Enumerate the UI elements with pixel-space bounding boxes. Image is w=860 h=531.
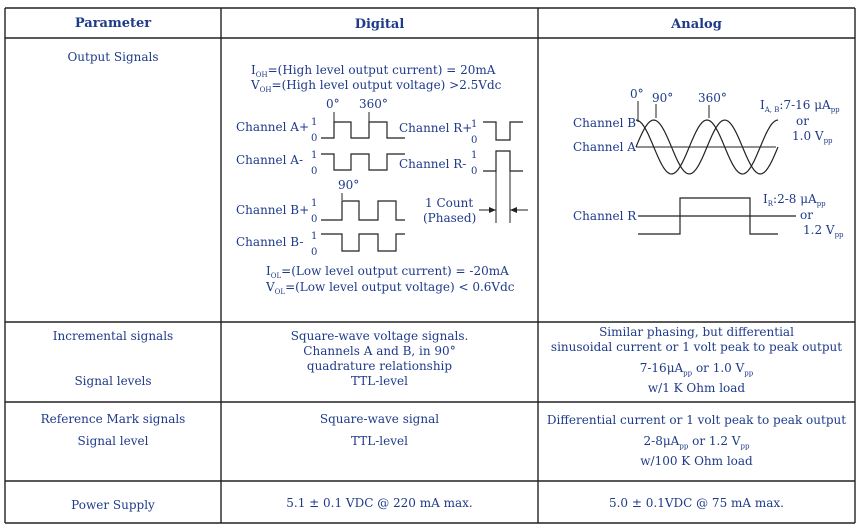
level-1: 1: [311, 117, 317, 128]
channel-a-plus-wave: [321, 121, 405, 139]
level-0: 0: [311, 247, 317, 258]
channel-r-minus-wave: [483, 150, 523, 172]
channel-a-minus-label: Channel A-: [236, 153, 303, 167]
level-1: 1: [311, 198, 317, 209]
param-signal-levels: Signal levels: [74, 374, 152, 388]
or-label-1: or: [796, 114, 809, 128]
channel-r-pulse-high: [638, 197, 796, 217]
header-parameter: Parameter: [74, 16, 152, 31]
param-incremental-signals: Incremental signals: [52, 329, 174, 343]
incremental-digital: Square-wave voltage signals. Channels A …: [221, 329, 538, 389]
incremental-analog-line: sinusoidal current or 1 volt peak to pea…: [550, 340, 843, 354]
level-0: 0: [311, 133, 317, 144]
ir-label: IR:2-8 μApp: [763, 192, 826, 208]
or-label-2: or: [800, 208, 813, 222]
arrow-head-right: [510, 207, 517, 213]
ioh-label: IOH=(High level output current) = 20mA: [251, 63, 496, 79]
arrow-head-left: [489, 207, 496, 213]
channel-a-minus-wave: [321, 153, 405, 171]
channel-b-minus-label: Channel B-: [236, 235, 303, 249]
incremental-analog-level: 7-16μApp or 1.0 Vpp: [639, 361, 754, 378]
reference-digital: Square-wave signal: [319, 412, 440, 426]
channel-r-pulse-low: [638, 215, 778, 235]
v2-label: 1.2 Vpp: [803, 223, 844, 239]
incremental-digital-line: Square-wave voltage signals.: [290, 329, 469, 343]
reference-digital-level: TTL-level: [351, 434, 408, 448]
analog-channel-b-label: Channel B: [573, 116, 636, 130]
channel-b-plus-wave: [321, 200, 405, 221]
level-1: 1: [311, 231, 317, 242]
analog-deg-360-label: 360°: [698, 91, 727, 105]
vol-label: VOL=(Low level output voltage) < 0.6Vdc: [265, 280, 515, 296]
param-reference-mark: Reference Mark signals: [40, 412, 186, 426]
header-digital: Digital: [354, 17, 405, 32]
reference-analog-level: 2-8μApp or 1.2 Vpp: [643, 434, 750, 451]
one-count-label: 1 Count: [425, 196, 473, 210]
incremental-analog: Similar phasing, but differential sinuso…: [538, 325, 855, 396]
analog-channel-a-label: Channel A: [573, 140, 636, 154]
deg-90-label: 90°: [338, 178, 359, 192]
channel-r-minus-label: Channel R-: [399, 157, 466, 171]
channel-r-plus-label: Channel R+: [399, 121, 472, 135]
channel-b-sine: [635, 119, 779, 175]
deg-360-label: 360°: [359, 97, 388, 111]
incremental-digital-line: quadrature relationship: [306, 359, 453, 373]
phased-label: (Phased): [423, 211, 476, 225]
analog-channel-r-label: Channel R: [573, 209, 637, 223]
level-0: 0: [311, 214, 317, 225]
incremental-digital-line: Channels A and B, in 90°: [303, 344, 456, 358]
reference-analog-load: w/100 K Ohm load: [640, 454, 753, 469]
level-0: 0: [311, 166, 317, 177]
incremental-analog-line: Similar phasing, but differential: [599, 325, 794, 339]
power-digital: 5.1 ± 0.1 VDC @ 220 mA max.: [286, 496, 473, 510]
analog-deg-90-label: 90°: [652, 91, 673, 105]
reference-analog: Differential current or 1 volt peak to p…: [538, 413, 855, 469]
param-output-signals: Output Signals: [67, 50, 159, 64]
incremental-analog-load: w/1 K Ohm load: [647, 381, 746, 396]
level-1: 1: [311, 150, 317, 161]
v1-label: 1.0 Vpp: [792, 129, 833, 145]
analog-waveform-diagram: 0° 90° 360° Channel B Channel A IA, B:7-…: [573, 87, 844, 239]
analog-deg-0-label: 0°: [630, 87, 644, 101]
channel-a-plus-label: Channel A+: [236, 120, 309, 134]
level-1: 1: [471, 119, 477, 130]
channel-b-plus-label: Channel B+: [236, 203, 309, 217]
channel-a-sine: [635, 119, 779, 175]
reference-analog-line: Differential current or 1 volt peak to p…: [546, 413, 847, 427]
level-1: 1: [471, 150, 477, 161]
power-analog: 5.0 ± 0.1VDC @ 75 mA max.: [608, 496, 784, 510]
level-0: 0: [471, 135, 477, 146]
deg-0-label: 0°: [326, 97, 340, 111]
incremental-digital-line: TTL-level: [351, 374, 408, 388]
iab-label: IA, B:7-16 μApp: [760, 98, 840, 114]
iol-label: IOL=(Low level output current) = -20mA: [266, 264, 509, 280]
voh-label: VOH=(High level output voltage) >2.5Vdc: [250, 78, 502, 94]
digital-waveform-diagram: IOH=(High level output current) = 20mA V…: [236, 63, 528, 296]
header-analog: Analog: [671, 17, 722, 32]
param-signal-level: Signal level: [77, 434, 149, 448]
param-power-supply: Power Supply: [71, 498, 155, 512]
level-0: 0: [471, 166, 477, 177]
channel-r-plus-wave: [483, 121, 523, 141]
channel-b-minus-wave: [321, 233, 405, 252]
